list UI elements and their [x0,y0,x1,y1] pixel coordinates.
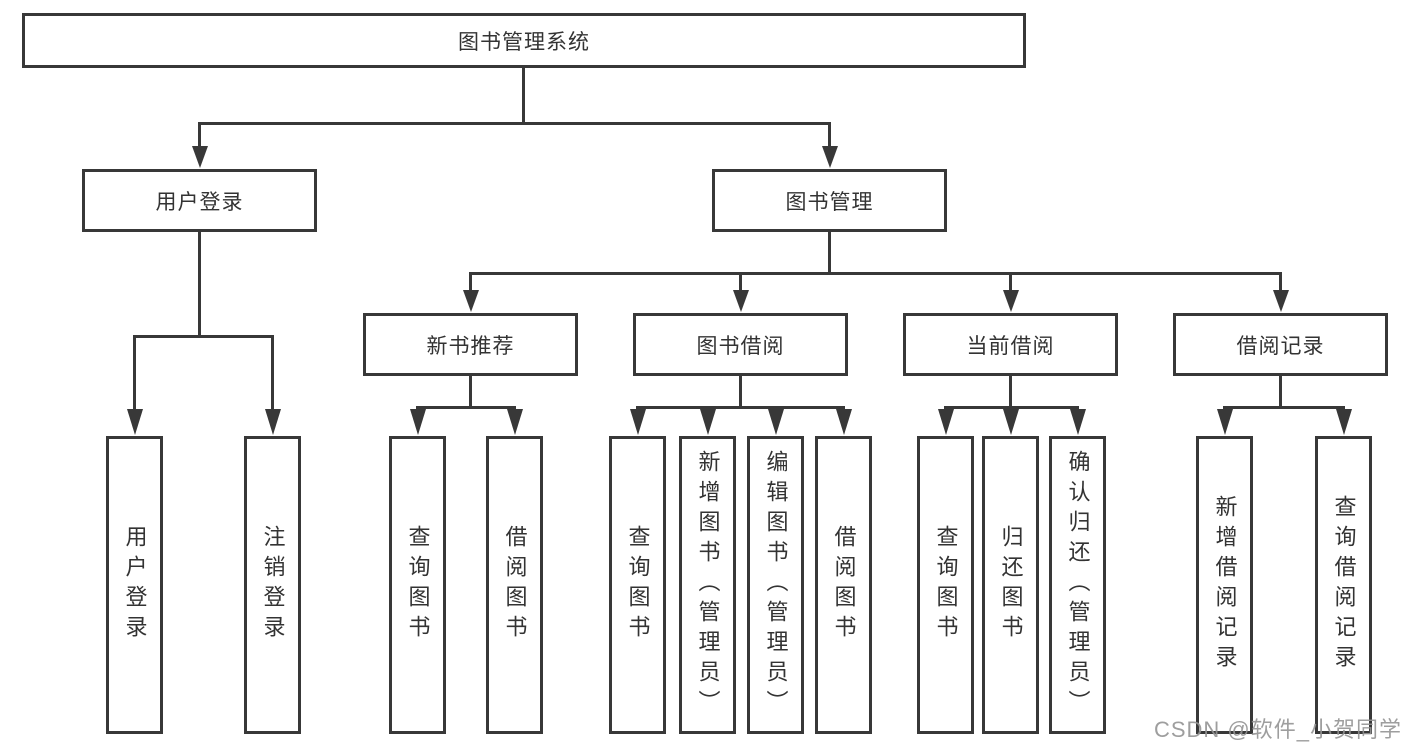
connector-level3-branch [469,272,1282,275]
arrowhead-down-icon [835,409,852,435]
connector-group-stem [1009,376,1012,409]
arrowhead-down-icon [191,146,208,168]
node-book-borrow: 图书借阅 [633,313,848,376]
connector-drop-group [739,272,742,293]
connector-leaf-branch [416,406,516,409]
leaf-logout: 注销登录 [244,436,301,734]
watermark-text: CSDN @软件_小贺同学 [1153,717,1402,742]
connector-drop-user-login [198,122,201,150]
arrowhead-down-icon [1002,290,1019,312]
node-book-management: 图书管理 [712,169,947,232]
node-root: 图书管理系统 [22,13,1026,68]
arrowhead-down-icon [629,409,646,435]
arrowhead-down-icon [264,409,281,435]
connector-drop-group [469,272,472,293]
leaf-borrow-books: 借阅图书 [486,436,543,734]
arrowhead-down-icon [1335,409,1352,435]
node-new-book-recommend: 新书推荐 [363,313,578,376]
leaf-query-borrow-record: 查询借阅记录 [1315,436,1372,734]
leaf-return-books: 归还图书 [982,436,1039,734]
arrowhead-down-icon [126,409,143,435]
connector-drop-leaf [133,335,136,411]
connector-leaf-branch [944,406,1079,409]
arrowhead-down-icon [767,409,784,435]
leaf-user-login: 用户登录 [106,436,163,734]
arrowhead-down-icon [821,146,838,168]
arrowhead-down-icon [1272,290,1289,312]
connector-level1-branch [198,122,831,125]
connector-user-login-branch [133,335,274,338]
connector-group-stem [739,376,742,409]
connector-group-stem [1279,376,1282,409]
leaf-confirm-return-admin: 确认归还（管理员） [1049,436,1106,734]
connector-drop-book-management [828,122,831,150]
connector-drop-group [1009,272,1012,293]
arrowhead-down-icon [732,290,749,312]
leaf-query-books: 查询图书 [917,436,974,734]
node-borrow-records: 借阅记录 [1173,313,1388,376]
connector-root-stem [522,68,525,125]
arrowhead-down-icon [1216,409,1233,435]
arrowhead-down-icon [1069,409,1086,435]
arrowhead-down-icon [409,409,426,435]
connector-group-stem [469,376,472,409]
leaf-edit-books-admin: 编辑图书（管理员） [747,436,804,734]
connector-book-management-stem [828,232,831,275]
arrowhead-down-icon [937,409,954,435]
leaf-add-books-admin: 新增图书（管理员） [679,436,736,734]
arrowhead-down-icon [1002,409,1019,435]
leaf-borrow-books: 借阅图书 [815,436,872,734]
node-current-borrow: 当前借阅 [903,313,1118,376]
arrowhead-down-icon [462,290,479,312]
connector-user-login-stem [198,232,201,338]
leaf-query-books: 查询图书 [609,436,666,734]
arrowhead-down-icon [506,409,523,435]
connector-leaf-branch [636,406,845,409]
connector-drop-leaf [271,335,274,411]
connector-leaf-branch [1223,406,1345,409]
leaf-query-books: 查询图书 [389,436,446,734]
leaf-add-borrow-record: 新增借阅记录 [1196,436,1253,734]
node-user-login: 用户登录 [82,169,317,232]
arrowhead-down-icon [699,409,716,435]
connector-drop-group [1279,272,1282,293]
